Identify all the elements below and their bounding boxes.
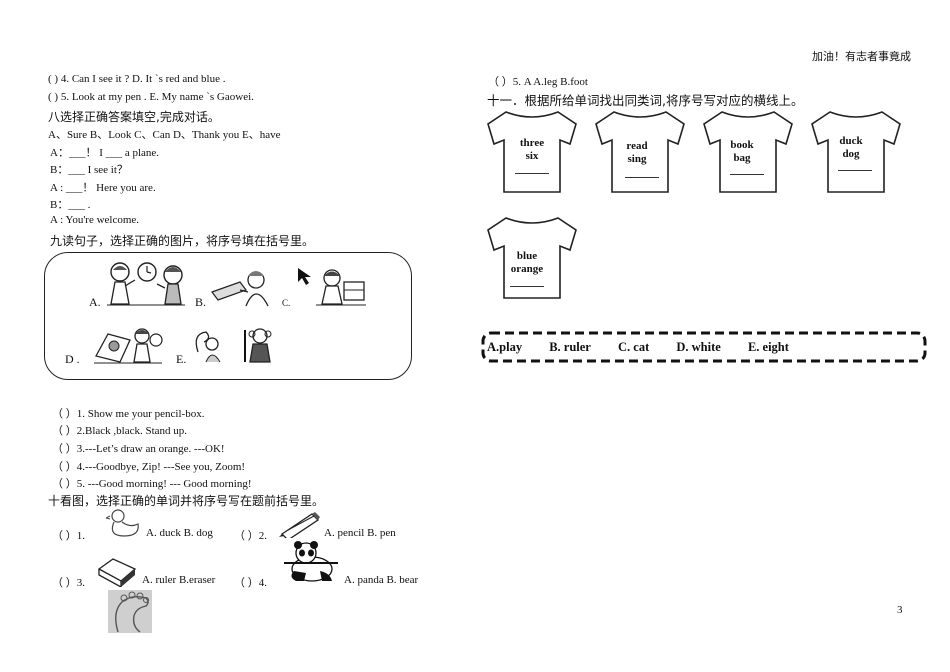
matching-line-4: ( ) 4. Can I see it ? D. It `s red and b… (48, 73, 226, 85)
pic-label-a: A. (89, 295, 101, 309)
shirt-5-text: blue orange (510, 250, 544, 275)
section10-num-2: （ ）2. (234, 530, 267, 542)
section10-options-4: A. panda B. bear (344, 574, 419, 586)
drawing-orange-illustration (94, 328, 163, 364)
choice-a: A.play (487, 340, 523, 354)
section9-question-4: （ ）4.---Goodbye, Zip! ---See you, Zoom! (52, 461, 246, 473)
section9-question-3: （ ）3.---Let’s draw an orange. ---OK! (52, 443, 225, 455)
section10-title: 十看图，选择正确的单词并将序号写在题前括号里。 (48, 494, 325, 508)
section10-options-1: A. duck B. dog (146, 527, 213, 539)
pencil-icon (279, 512, 320, 538)
shirt-4-text: duck dog (839, 135, 863, 160)
shirt-5 (487, 217, 577, 299)
shirt-3 (703, 111, 793, 193)
section10-num-1: （ ）1. (52, 530, 85, 542)
eraser-icon (97, 558, 137, 587)
section11-title: 十一．根据所给单词找出同类词,将序号写对应的横线上。 (487, 93, 804, 108)
dialog-line-4: B：___ . (50, 199, 91, 211)
shirt-5-blank[interactable] (510, 286, 544, 287)
section10-options-3: A. ruler B.eraser (142, 574, 216, 586)
shirt-4 (811, 111, 901, 193)
dialog-line-5: A : You're welcome. (50, 214, 140, 226)
page-number: 3 (897, 604, 903, 616)
pic-label-e: E. (176, 352, 187, 366)
section10-num-4: （ ）4. (234, 577, 267, 589)
dialog-line-2: B：___ I see it？ (50, 164, 128, 176)
shirt-4-blank[interactable] (838, 170, 872, 171)
word-choices: A.play B. ruler C. cat D. white E. eight (483, 333, 925, 361)
choice-e: E. eight (747, 340, 789, 354)
greeting-kids-illustration (107, 262, 185, 306)
choice-d: D. white (676, 340, 721, 354)
stand-up-illustration (298, 268, 366, 306)
choices-frame (481, 331, 927, 363)
foot-icon (108, 590, 152, 633)
section9-question-1: （ ）1. Show me your pencil-box. (52, 408, 205, 420)
shirt-2 (595, 111, 685, 193)
panda-icon (284, 541, 338, 582)
pic-label-c: C. (282, 298, 291, 308)
picture-box (44, 252, 412, 380)
header-motto: 加油！有志者事竟成 (812, 50, 911, 63)
shirt-1-blank[interactable] (515, 173, 549, 174)
section8-options: A、Sure B、Look C、Can D、Thank you E、have (48, 129, 281, 141)
section9-question-2: （ ）2.Black ,black. Stand up. (52, 425, 188, 437)
shirt-2-blank[interactable] (625, 177, 659, 178)
section9-title: 九读句子，选择正确的图片，将序号填在括号里。 (50, 234, 315, 248)
section10-options-2: A. pencil B. pen (324, 527, 396, 539)
question-5-right: （ ）5. A A.leg B.foot (488, 76, 588, 88)
section8-title: 八选择正确答案填空,完成对话。 (48, 110, 220, 124)
shirt-1 (487, 111, 577, 193)
choice-b: B. ruler (549, 340, 591, 354)
shirt-3-text: book bag (730, 139, 754, 164)
dialog-line-3: A : ___！ Here you are. (50, 182, 156, 194)
shirt-1-text: three six (519, 137, 545, 162)
section9-question-5: （ ）5. ---Good morning! --- Good morning! (52, 478, 252, 490)
matching-line-5: ( ) 5. Look at my pen . E. My name `s Ga… (48, 91, 254, 103)
duck-icon (106, 509, 139, 537)
shirt-2-text: read sing (626, 140, 648, 165)
pic-label-d: D . (65, 352, 80, 366)
goodbye-animals-illustration (195, 328, 272, 363)
pencil-box-illustration (211, 271, 269, 307)
section10-num-3: （ ）3. (52, 577, 85, 589)
pic-label-b: B. (195, 295, 207, 309)
choice-c: C. cat (618, 340, 650, 354)
dialog-line-1: A：___！ I ___ a plane. (50, 147, 160, 159)
shirt-3-blank[interactable] (730, 174, 764, 175)
